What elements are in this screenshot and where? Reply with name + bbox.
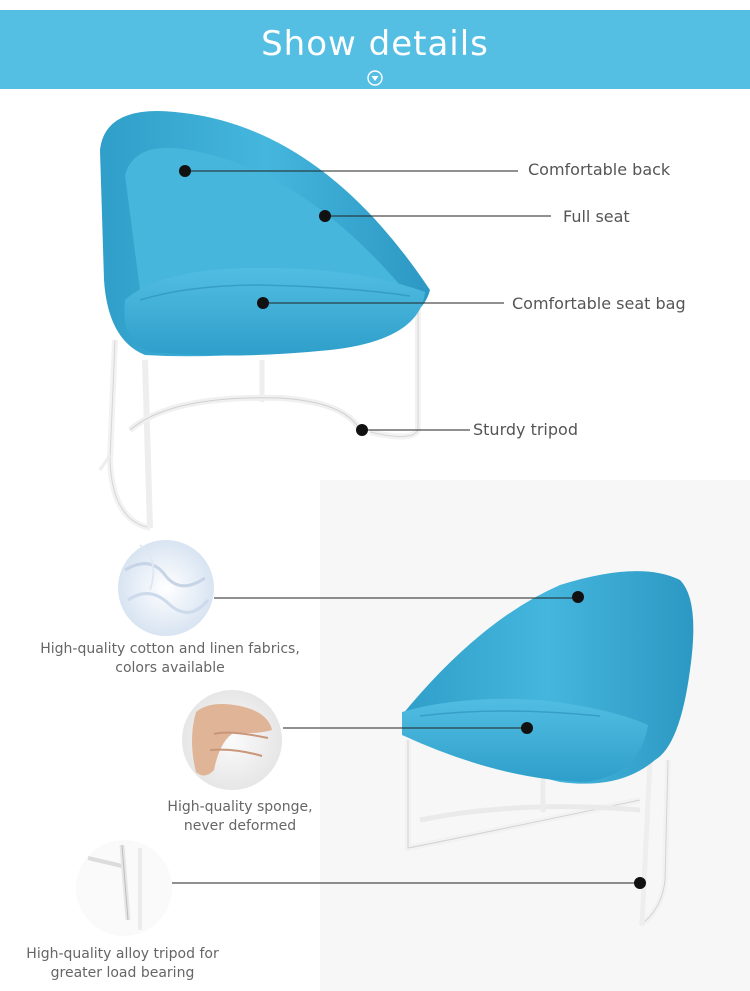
- caption-fabric-line2: colors available: [115, 660, 225, 676]
- caption-sponge-line1: High-quality sponge,: [167, 799, 313, 815]
- callout-lines-bottom: [172, 597, 640, 884]
- caption-sponge-line2: never deformed: [183, 818, 297, 834]
- chair-side-view: [402, 571, 694, 928]
- callout-lines-top: [185, 170, 551, 431]
- callout-dot-seat: [319, 210, 331, 222]
- caption-alloy-line2: greater load bearing: [50, 965, 195, 981]
- sponge-thumbnail: [182, 690, 282, 790]
- callout-dot-seat-bag: [257, 297, 269, 309]
- label-comfortable-back: Comfortable back: [528, 160, 671, 179]
- caption-fabric: High-quality cotton and linen fabrics, c…: [20, 640, 320, 678]
- callout-dot-fabric: [572, 591, 584, 603]
- label-comfortable-seat-bag: Comfortable seat bag: [512, 294, 686, 313]
- header-title: Show details: [261, 24, 489, 64]
- caption-fabric-line1: High-quality cotton and linen fabrics,: [40, 641, 300, 657]
- caption-alloy-line1: High-quality alloy tripod for: [26, 946, 219, 962]
- label-sturdy-tripod: Sturdy tripod: [473, 420, 578, 439]
- header-banner: Show details: [0, 10, 750, 89]
- callout-dot-alloy: [634, 877, 646, 889]
- fabric-thumbnail: [118, 540, 214, 636]
- chevron-down-icon: [367, 70, 383, 86]
- callout-dot-back: [179, 165, 191, 177]
- callout-dot-tripod: [356, 424, 368, 436]
- alloy-tripod-thumbnail: [76, 840, 172, 936]
- callout-dot-sponge: [521, 722, 533, 734]
- label-full-seat: Full seat: [563, 207, 630, 226]
- caption-sponge: High-quality sponge, never deformed: [130, 798, 350, 836]
- chair-front-view: [98, 111, 430, 531]
- caption-alloy: High-quality alloy tripod for greater lo…: [10, 945, 235, 983]
